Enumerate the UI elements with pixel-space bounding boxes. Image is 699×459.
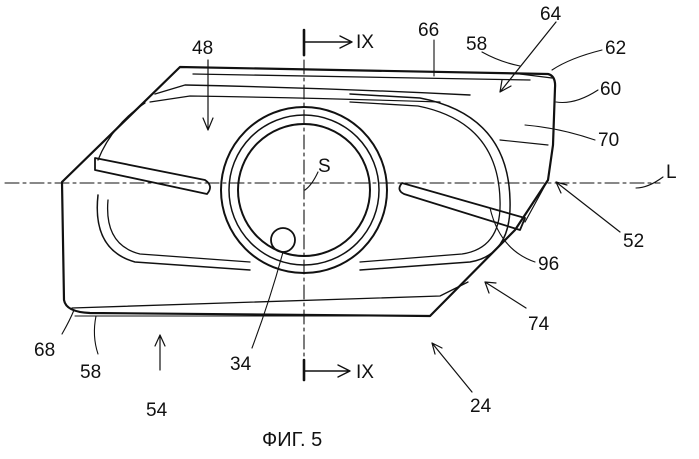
label-96: 96 [538, 254, 559, 275]
chip-groove-left [98, 103, 145, 160]
label-24: 24 [470, 396, 492, 417]
label-58-top: 58 [466, 34, 487, 55]
leader-64 [500, 22, 556, 92]
leader-34 [252, 252, 283, 348]
leader-48 [203, 60, 213, 130]
section-arrow-top [304, 36, 352, 48]
leader-58-top [482, 52, 520, 66]
leader-58-bottom [94, 316, 98, 354]
leader-60 [556, 90, 598, 103]
leader-62 [552, 50, 602, 70]
pin-hole [271, 228, 295, 252]
chamfer-facet [500, 74, 552, 222]
section-label-top: IX [356, 32, 374, 53]
label-74: 74 [528, 314, 550, 335]
section-arrow-bottom [304, 365, 350, 377]
label-52: 52 [623, 231, 644, 252]
leader-S [305, 172, 318, 190]
section-label-bottom: IX [356, 362, 374, 383]
leader-24 [432, 343, 472, 392]
figure-caption: ФИГ. 5 [262, 429, 322, 451]
leader-54 [155, 335, 165, 370]
label-66: 66 [418, 20, 439, 41]
label-70: 70 [598, 130, 619, 151]
leader-68 [62, 310, 74, 334]
label-60: 60 [600, 79, 621, 100]
label-68: 68 [34, 340, 55, 361]
insert-outline [62, 67, 555, 316]
label-48: 48 [192, 38, 213, 59]
leader-52 [556, 182, 620, 232]
axis-label-L: L [666, 162, 677, 183]
leader-70 [525, 125, 595, 140]
right-slot [399, 183, 525, 230]
top-edge-line [193, 74, 530, 80]
cutting-edge-band [155, 85, 470, 95]
leader-74 [485, 282, 526, 308]
label-62: 62 [605, 38, 626, 59]
center-label-S: S [318, 156, 331, 177]
left-slot [95, 158, 210, 194]
label-34: 34 [230, 354, 252, 375]
label-58-bottom: 58 [80, 362, 101, 383]
label-64: 64 [540, 4, 562, 25]
label-54: 54 [146, 400, 168, 421]
